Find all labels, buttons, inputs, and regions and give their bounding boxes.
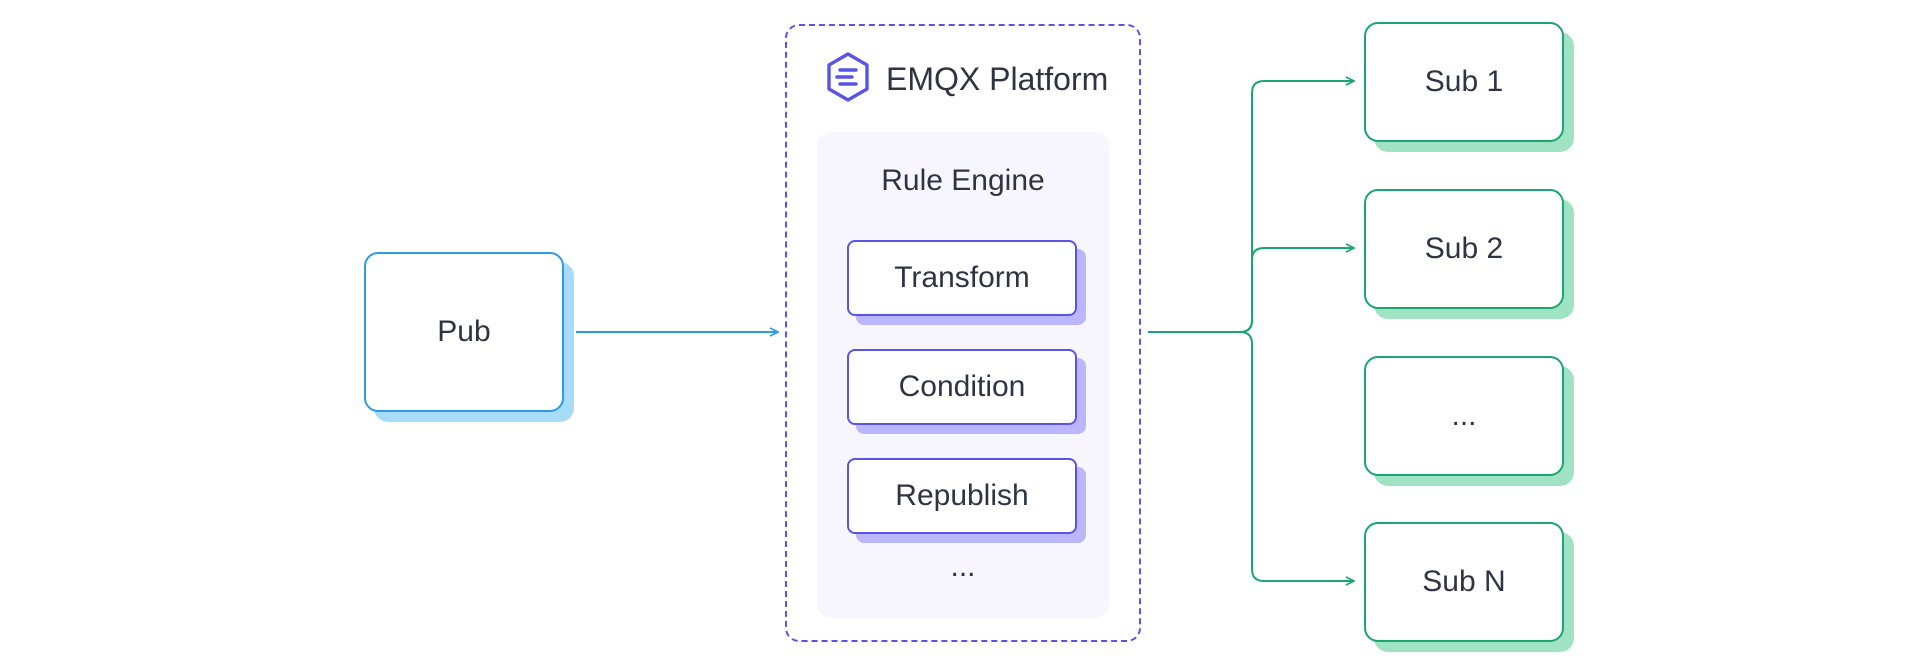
pub-node: Pub <box>364 252 564 412</box>
step-label: Condition <box>898 370 1026 403</box>
emqx-hexagon-icon <box>824 51 872 108</box>
emqx-platform-container <box>785 24 1141 642</box>
sub-node-n: Sub N <box>1364 522 1564 642</box>
step-label: Republish <box>895 479 1029 512</box>
step-transform: Transform <box>847 240 1077 316</box>
pub-label: Pub <box>437 315 491 348</box>
sub-label: ... <box>1451 399 1477 432</box>
rule-engine-title: Rule Engine <box>881 164 1045 197</box>
step-republish: Republish <box>847 458 1077 534</box>
platform-header: EMQX Platform <box>824 51 1109 108</box>
platform-title: EMQX Platform <box>886 60 1109 97</box>
rule-engine-more: ... <box>950 550 976 583</box>
sub-label: Sub N <box>1422 565 1506 598</box>
sub-node-more: ... <box>1364 356 1564 476</box>
sub-label: Sub 2 <box>1424 232 1504 265</box>
step-condition: Condition <box>847 349 1077 425</box>
step-label: Transform <box>894 261 1030 294</box>
platform-to-subs-arrows <box>1148 81 1354 581</box>
sub-label: Sub 1 <box>1424 65 1504 98</box>
sub-node-1: Sub 1 <box>1364 22 1564 142</box>
sub-node-2: Sub 2 <box>1364 189 1564 309</box>
